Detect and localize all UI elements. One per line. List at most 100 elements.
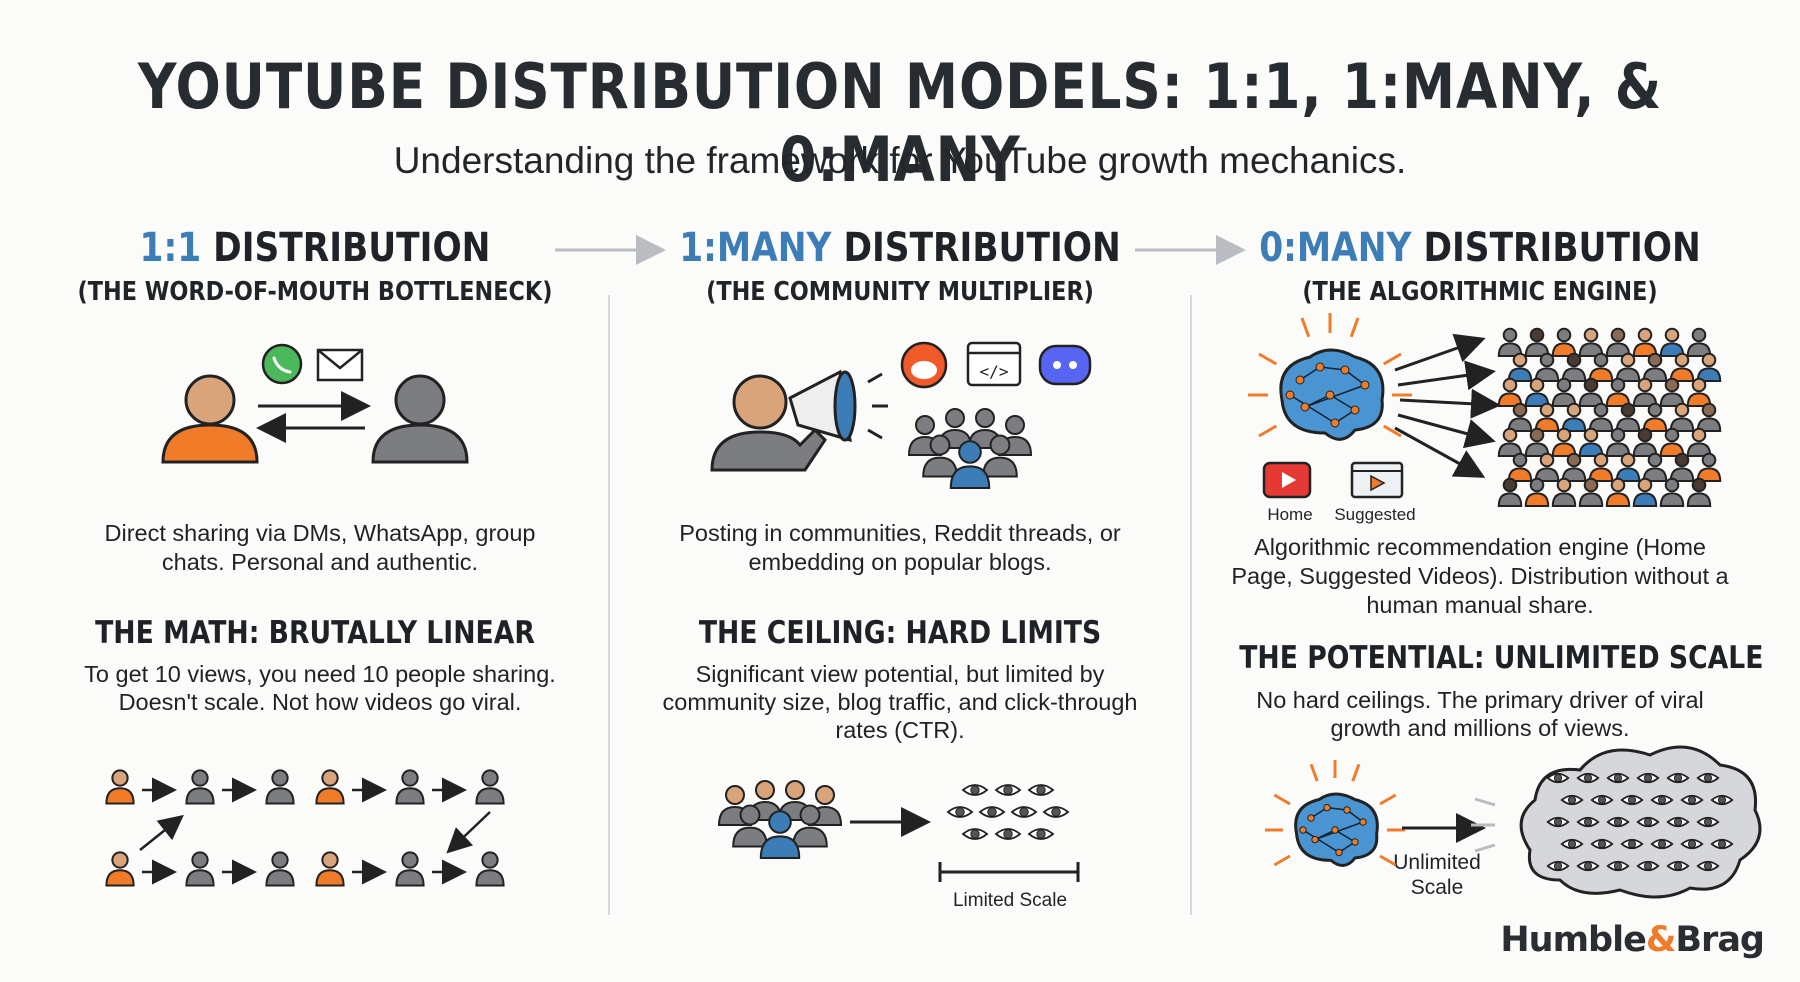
person-icon — [1642, 402, 1668, 432]
brain-small-icon — [1294, 792, 1379, 867]
person-icon — [1588, 452, 1614, 482]
person-icon — [949, 440, 991, 489]
person-icon — [1534, 402, 1560, 432]
eye-icon — [961, 784, 989, 796]
person-icon — [1578, 327, 1604, 357]
person-icon — [1632, 427, 1658, 457]
column-subheading: (THE WORD-OF-MOUTH BOTTLENECK) — [77, 277, 553, 307]
community-crowd-small-icon — [717, 780, 843, 859]
large-audience-crowd — [1497, 327, 1722, 507]
person-icon — [1605, 477, 1631, 507]
person-icon — [1551, 327, 1577, 357]
person-icon — [1696, 452, 1722, 482]
eye-icon — [1042, 806, 1070, 818]
reddit-icon — [900, 341, 948, 389]
section-text-potential: No hard ceilings. The primary driver of … — [1256, 687, 1704, 741]
eye-icon — [1666, 816, 1690, 828]
community-crowd-icon — [907, 408, 1033, 489]
brain-shape — [1279, 348, 1385, 441]
person-icon — [1686, 327, 1712, 357]
eye-icon — [1560, 838, 1584, 850]
person-icon — [1497, 327, 1523, 357]
person-icon — [315, 769, 345, 805]
limited-scale-label: Limited Scale — [952, 890, 1068, 911]
person-icon — [982, 434, 1018, 478]
person-icon — [1507, 452, 1533, 482]
person-icon — [1696, 352, 1722, 382]
person-icon — [1686, 427, 1712, 457]
person-icon — [1669, 402, 1695, 432]
eye-icon — [1606, 772, 1630, 784]
whatsapp-icon — [261, 343, 303, 385]
person-icon — [315, 851, 345, 887]
person-icon — [1524, 327, 1550, 357]
mail-icon — [316, 348, 364, 382]
person-icon — [1615, 352, 1641, 382]
brain-shape — [1294, 792, 1379, 867]
person-icon — [1669, 452, 1695, 482]
person-icon — [1605, 377, 1631, 407]
eye-icon — [1546, 860, 1570, 872]
section-heading-ceiling: THE CEILING: HARD LIMITS — [698, 615, 1102, 651]
suggested-label: Suggested — [1334, 505, 1416, 524]
person-icon — [395, 769, 425, 805]
arrow — [1394, 426, 1486, 478]
person-icon — [1696, 402, 1722, 432]
eye-icon — [1650, 838, 1674, 850]
column-one-to-one: 1:1 DISTRIBUTION (THE WORD-OF-MOUTH BOTT… — [35, 225, 595, 307]
person-icon — [1497, 427, 1523, 457]
person-icon — [1659, 377, 1685, 407]
person-icon — [1578, 477, 1604, 507]
column-heading: 0:MANY DISTRIBUTION — [1259, 225, 1701, 271]
arrow — [1399, 388, 1501, 419]
eye-icon — [1680, 838, 1704, 850]
person-icon — [792, 804, 828, 848]
ratio-label: 0:MANY — [1259, 225, 1412, 271]
eye-icon — [1576, 860, 1600, 872]
person-icon — [1507, 402, 1533, 432]
person-icon — [1524, 377, 1550, 407]
limited-scale-bracket — [938, 862, 1080, 882]
eye-icon — [1666, 772, 1690, 784]
person-icon — [1588, 402, 1614, 432]
column-zero-to-many: 0:MANY DISTRIBUTION (THE ALGORITHMIC ENG… — [1200, 225, 1760, 307]
page-subtitle: Understanding the framework for YouTube … — [393, 140, 1407, 181]
gray-person-icon — [371, 374, 469, 464]
eye-icon — [1560, 794, 1584, 806]
person-icon — [1534, 452, 1560, 482]
eye-icon — [1027, 828, 1055, 840]
section-heading-math: THE MATH: BRUTALLY LINEAR — [95, 615, 535, 651]
eye-icon — [994, 784, 1022, 796]
person-icon — [1686, 477, 1712, 507]
arrow — [1394, 333, 1486, 372]
person-icon — [1659, 327, 1685, 357]
youtube-home-icon — [1262, 461, 1312, 499]
home-label: Home — [1267, 505, 1313, 524]
brain-small-rays — [1265, 760, 1405, 867]
person-icon — [1497, 477, 1523, 507]
person-icon — [1561, 452, 1587, 482]
arrow — [1397, 413, 1496, 449]
column-subheading: (THE ALGORITHMIC ENGINE) — [1302, 277, 1658, 307]
section-heading-potential: THE POTENTIAL: UNLIMITED SCALE — [1239, 640, 1764, 676]
ratio-label: 1:1 — [139, 225, 202, 271]
arrow — [139, 814, 184, 851]
brain-rays — [1248, 313, 1412, 438]
person-icon — [105, 769, 135, 805]
eye-icon — [1696, 772, 1720, 784]
eye-icon — [1590, 838, 1614, 850]
eye-icon — [1576, 772, 1600, 784]
speaker-person-icon — [710, 374, 827, 472]
description-zero-to-many: Algorithmic recommendation engine (Home … — [1231, 534, 1729, 618]
person-icon — [922, 434, 958, 478]
eye-icon — [1636, 772, 1660, 784]
person-icon — [1551, 377, 1577, 407]
person-icon — [1686, 377, 1712, 407]
person-icon — [1659, 477, 1685, 507]
person-icon — [1561, 402, 1587, 432]
person-icon — [1605, 327, 1631, 357]
section-text-math: To get 10 views, you need 10 people shar… — [84, 661, 556, 715]
eye-icon — [1590, 794, 1614, 806]
arrow — [446, 811, 491, 854]
person-icon — [1551, 427, 1577, 457]
